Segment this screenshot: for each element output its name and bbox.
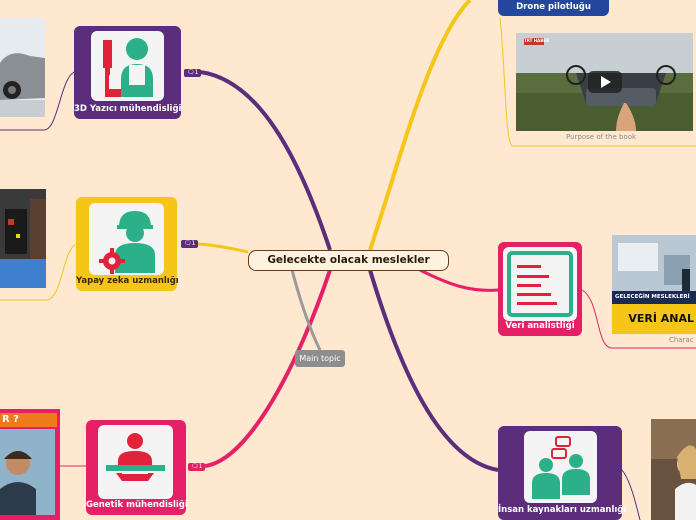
node-label: Veri analistliği xyxy=(505,321,575,331)
node-label: İnsan kaynakları uzmanlığı xyxy=(498,505,627,515)
main-topic[interactable]: Main topic xyxy=(295,350,345,367)
node-human-resources[interactable]: İnsan kaynakları uzmanlığı xyxy=(498,426,627,520)
drone-video-caption: Purpose of the book xyxy=(566,133,637,141)
node-label: 3D Yazıcı mühendisliği xyxy=(74,104,182,114)
comment-badge[interactable]: 🗨1 xyxy=(184,69,202,77)
human-resources-photo xyxy=(651,419,696,520)
car-photo xyxy=(0,18,45,117)
node-3d-printer-engineering[interactable]: 3D Yazıcı mühendisliği xyxy=(74,26,181,119)
genetic-engineer-icon xyxy=(98,425,173,499)
ai-specialist-icon xyxy=(89,203,164,275)
channel-logo-text: TRT HABER xyxy=(524,38,550,43)
node-label: Drone pilotluğu xyxy=(516,2,591,12)
3d-printer-engineer-icon xyxy=(91,31,164,101)
data-report-icon xyxy=(503,247,577,321)
node-label: Genetik mühendisliği xyxy=(86,500,188,510)
comment-badge[interactable]: 🗨1 xyxy=(188,463,206,471)
human-resources-icon xyxy=(524,431,597,503)
genetic-video-thumbnail[interactable]: R ? xyxy=(0,409,60,520)
central-topic[interactable]: Gelecekte olacak meslekler xyxy=(248,250,449,271)
thumbnail-banner-main: VERİ ANAL xyxy=(612,304,696,334)
comment-badge[interactable]: 🗨1 xyxy=(181,240,199,248)
thumbnail-banner-text: R ? xyxy=(0,413,57,427)
data-analyst-video-caption: Charac xyxy=(669,336,694,344)
node-genetic-engineering[interactable]: Genetik mühendisliği xyxy=(86,420,188,515)
node-ai-specialist[interactable]: Yapay zeka uzmanlığı xyxy=(76,197,179,291)
node-data-analyst[interactable]: Veri analistliği xyxy=(498,242,582,336)
central-topic-label: Gelecekte olacak meslekler xyxy=(267,254,430,266)
main-topic-label: Main topic xyxy=(299,354,341,363)
node-label: Yapay zeka uzmanlığı xyxy=(76,276,179,286)
data-analyst-video-thumbnail[interactable]: GELECEĞİN MESLEKLERİ VERİ ANAL xyxy=(612,235,696,334)
robot-photo xyxy=(0,189,46,288)
node-drone-pilot[interactable]: Drone pilotluğu xyxy=(498,0,609,16)
drone-video-thumbnail[interactable]: TRT HABER xyxy=(516,33,693,131)
thumbnail-banner-top: GELECEĞİN MESLEKLERİ xyxy=(612,291,696,304)
